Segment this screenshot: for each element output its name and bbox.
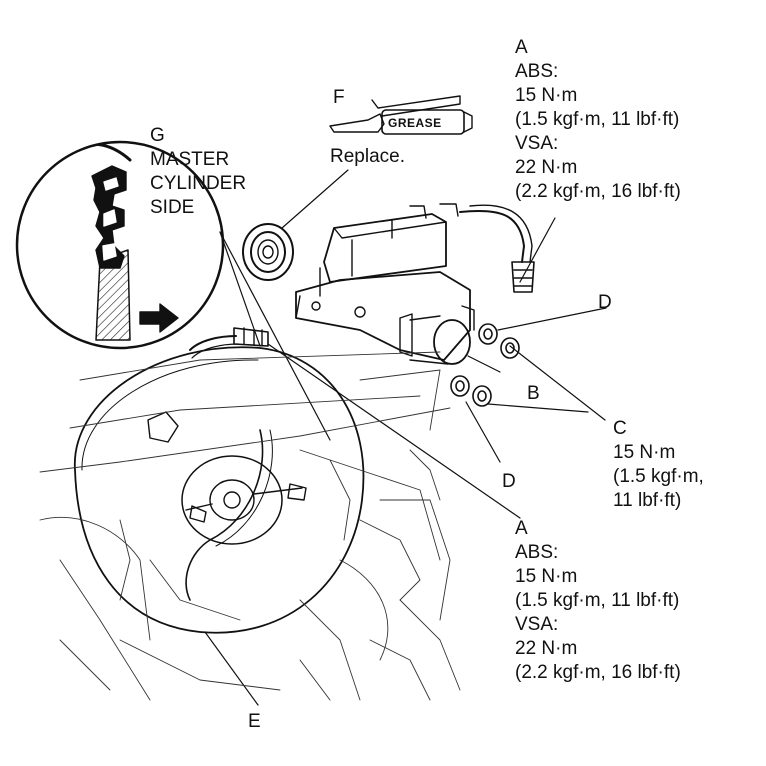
callout-c-alt2: 11 lbf·ft) [613,490,682,511]
callout-a-bottom-vsa-label: VSA: [515,614,559,635]
callout-c: C 15 N·m (1.5 kgf·m, 11 lbf·ft) [613,417,704,513]
brake-booster [74,346,365,634]
callout-a-bottom-abs-label: ABS: [515,542,559,563]
callout-g-line1: MASTER [150,149,230,170]
callout-c-torque: 15 N·m [613,442,676,463]
callout-g: G MASTER CYLINDER SIDE [150,124,246,220]
leader-lines [204,169,607,706]
callout-a-bottom-abs-alt: (1.5 kgf·m, 11 lbf·ft) [515,590,680,611]
callout-f-letter: F [333,87,345,108]
arrow-right-icon [139,303,179,333]
brake-line [189,327,269,359]
grease-tag-label: GREASE [388,116,442,130]
grease-tube-icon [329,95,473,135]
callout-a-bottom: A ABS: 15 N·m (1.5 kgf·m, 11 lbf·ft) VSA… [515,517,681,685]
callout-a-top-abs-label: ABS: [515,61,559,82]
callout-c-alt1: (1.5 kgf·m, [613,466,704,487]
callout-b-letter: B [527,383,540,404]
seal-ring-icon [242,223,294,281]
callout-g-line3: SIDE [150,197,195,218]
engine-bay-background [39,351,461,701]
callout-a-top-abs-alt: (1.5 kgf·m, 11 lbf·ft) [515,109,680,130]
callout-a-bottom-letter: A [515,518,528,539]
detail-circle [15,140,225,350]
callout-a-top-vsa-torque: 22 N·m [515,157,578,178]
callout-g-line2: CYLINDER [150,173,247,194]
nuts-and-washers [450,323,520,407]
callout-a-top-letter: A [515,37,528,58]
callout-d-top-letter: D [598,292,612,313]
callout-a-bottom-vsa-torque: 22 N·m [515,638,578,659]
callout-e-letter: E [248,711,261,732]
callout-g-letter: G [150,125,165,146]
callout-a-bottom-vsa-alt: (2.2 kgf·m, 16 lbf·ft) [515,662,681,683]
callout-a-top-vsa-alt: (2.2 kgf·m, 16 lbf·ft) [515,181,681,202]
callout-a-top: A ABS: 15 N·m (1.5 kgf·m, 11 lbf·ft) VSA… [515,36,681,204]
callout-f-note: Replace. [330,146,405,167]
master-cylinder [295,203,535,365]
callout-a-top-vsa-label: VSA: [515,133,559,154]
callout-a-top-abs-torque: 15 N·m [515,85,578,106]
callout-d-bottom-letter: D [502,471,516,492]
callout-a-bottom-abs-torque: 15 N·m [515,566,578,587]
callout-c-letter: C [613,418,627,439]
